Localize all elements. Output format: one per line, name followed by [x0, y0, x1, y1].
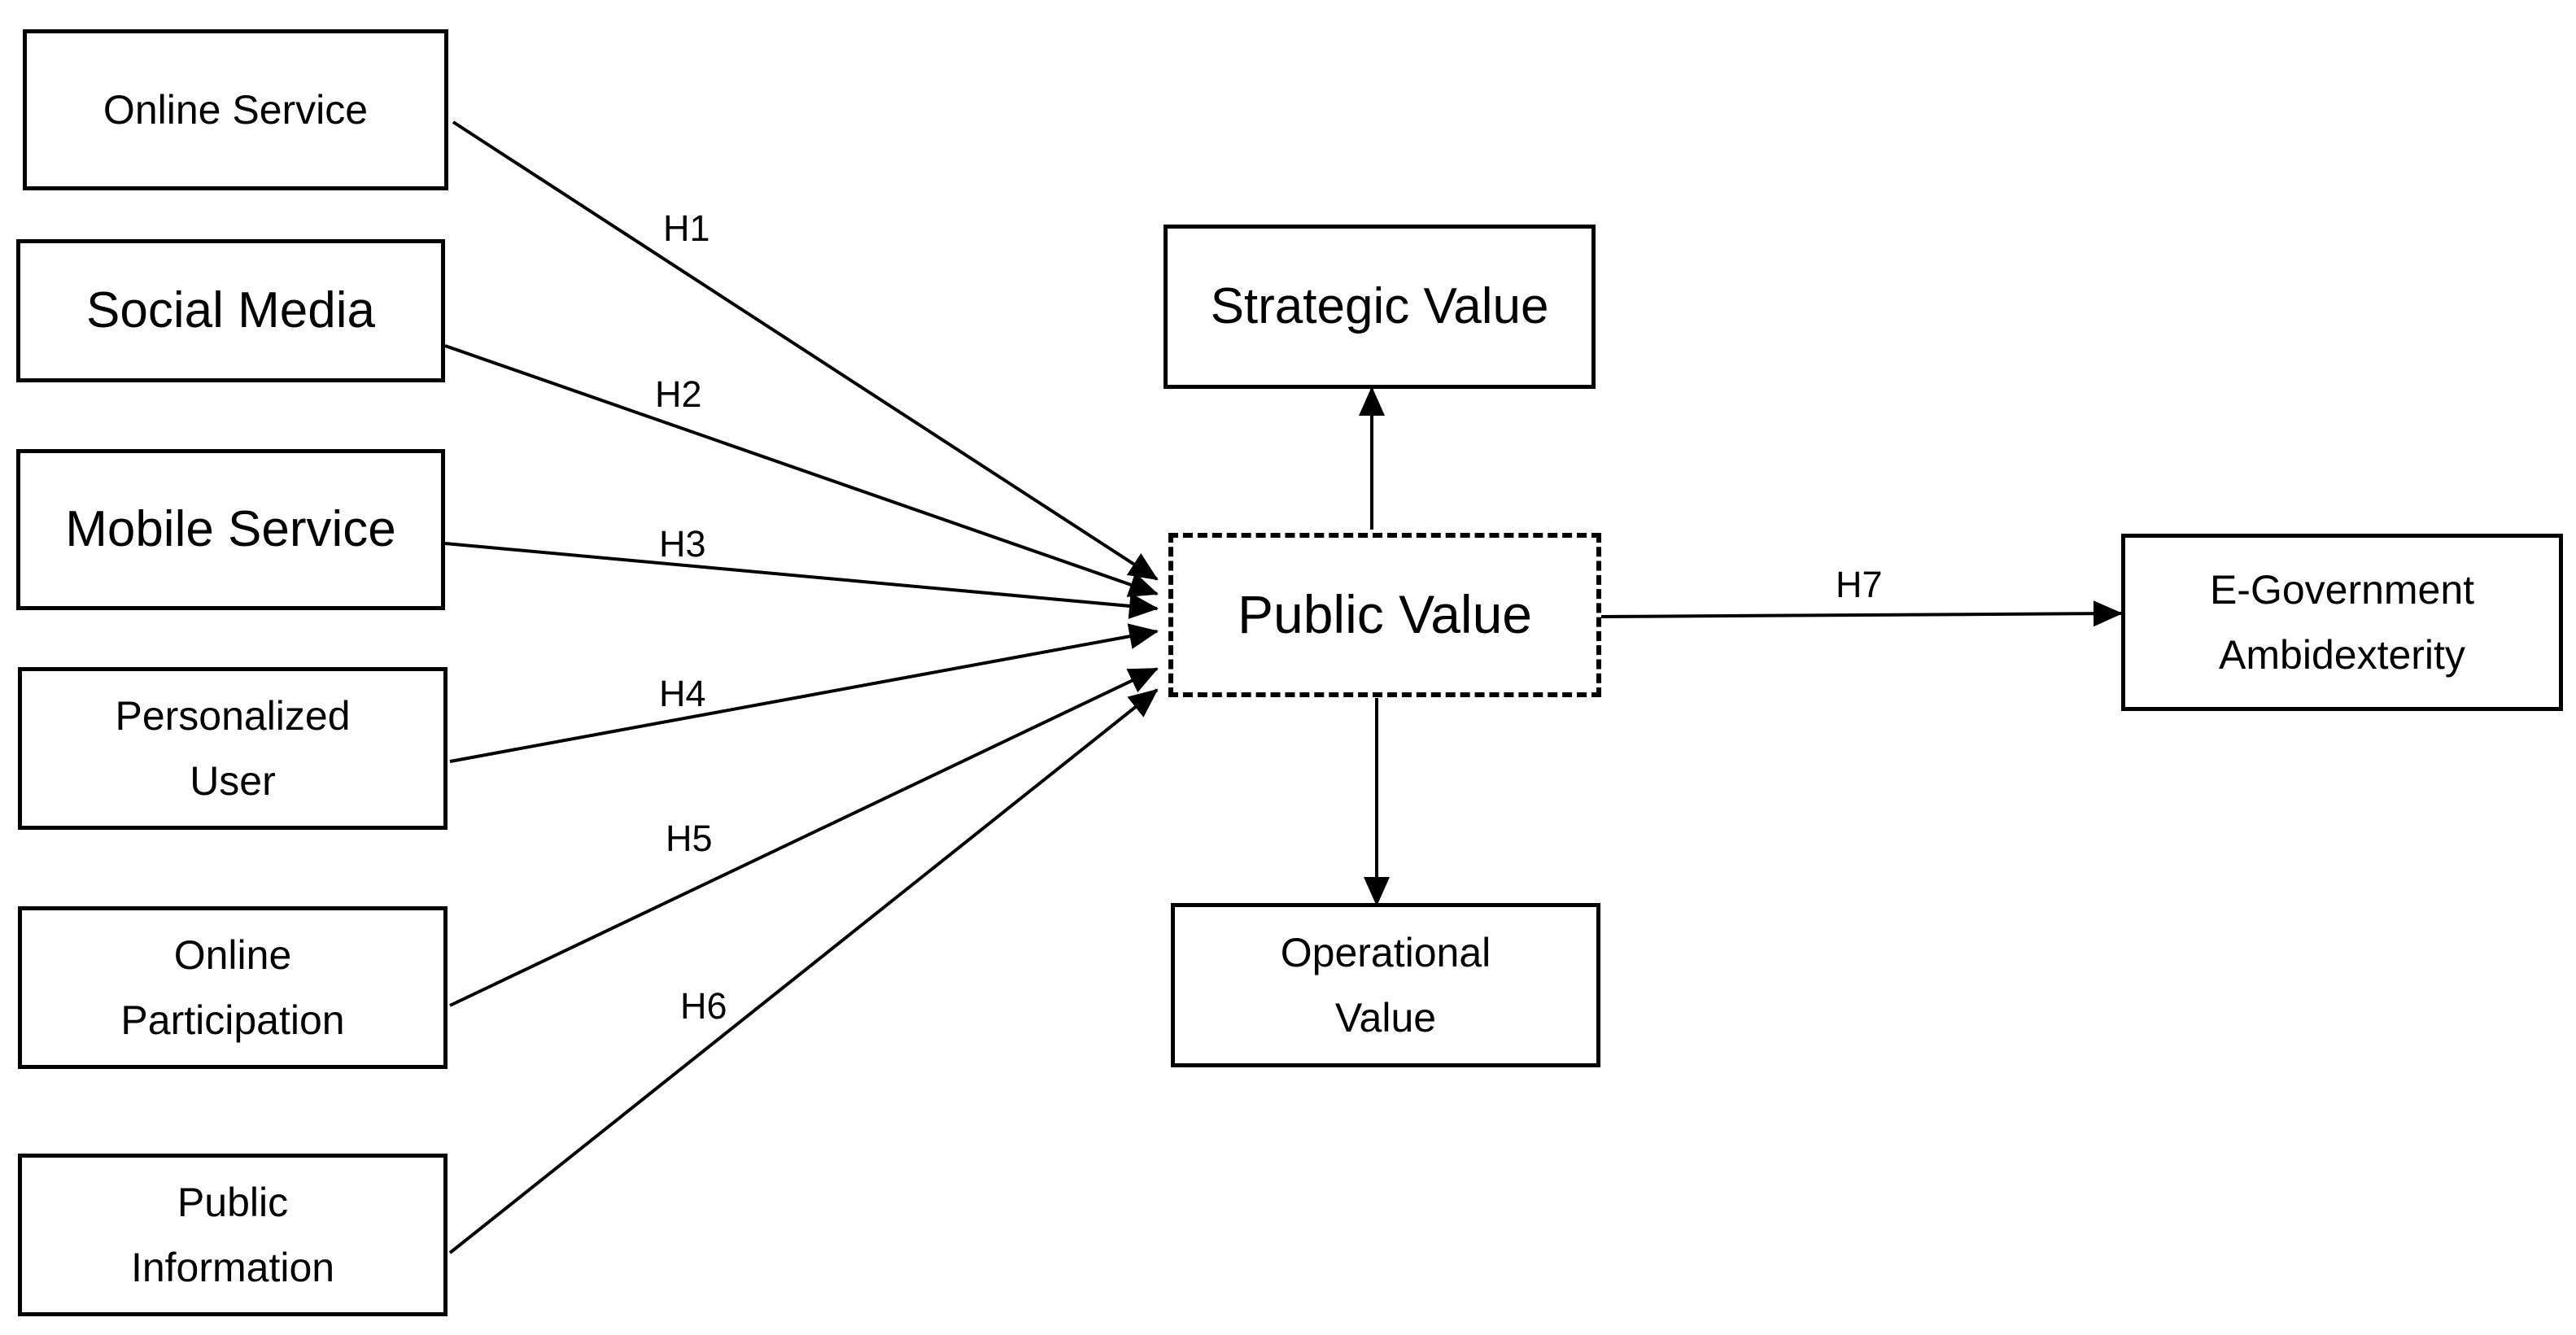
node-public-information-label: Public Information [130, 1180, 335, 1290]
hypothesis-label-h5: H5 [666, 818, 713, 859]
node-public-value-label: Public Value [1237, 584, 1532, 645]
node-operational-value: Operational Value [1171, 903, 1600, 1067]
edge-h1-arrow [452, 120, 1159, 581]
node-personalized-user-label: Personalized User [115, 693, 351, 804]
node-egov-ambidexterity-label: E-Government Ambidexterity [2209, 567, 2475, 678]
hypothesis-label-h3: H3 [659, 523, 706, 565]
node-online-service: Online Service [23, 29, 448, 190]
node-social-media-label: Social Media [86, 282, 375, 339]
edge-h5-arrow [449, 667, 1159, 1007]
hypothesis-label-h4: H4 [659, 673, 706, 714]
node-egov-ambidexterity: E-Government Ambidexterity [2121, 534, 2563, 711]
hypothesis-label-h1: H1 [663, 207, 710, 249]
node-strategic-value: Strategic Value [1164, 225, 1596, 389]
node-strategic-value-label: Strategic Value [1210, 278, 1549, 335]
hypothesis-label-h2: H2 [655, 373, 702, 415]
node-mobile-service: Mobile Service [16, 449, 445, 610]
node-online-participation-label: Online Participation [120, 932, 345, 1043]
hypothesis-label-h6: H6 [680, 985, 727, 1027]
edge-h2-arrow [444, 344, 1159, 597]
edge-h3-arrow [444, 542, 1159, 619]
node-public-information: Public Information [18, 1154, 448, 1316]
node-mobile-service-label: Mobile Service [65, 501, 396, 558]
edge-h4-arrow [449, 623, 1159, 763]
hypothesis-label-h7: H7 [1836, 564, 1883, 605]
node-personalized-user: Personalized User [18, 667, 448, 830]
node-public-value: Public Value [1168, 533, 1601, 697]
edge-h6-arrow [448, 688, 1159, 1254]
node-online-service-label: Online Service [103, 86, 369, 133]
node-online-participation: Online Participation [18, 906, 448, 1069]
node-operational-value-label: Operational Value [1280, 930, 1491, 1041]
edge-h7-arrow [1600, 600, 2123, 627]
node-social-media: Social Media [16, 239, 445, 382]
